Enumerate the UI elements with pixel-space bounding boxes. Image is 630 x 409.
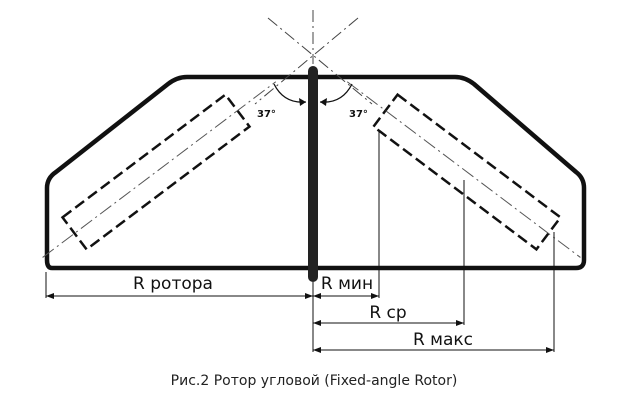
dimension-arrow-r-max-left: [313, 347, 321, 353]
dimension-arrow-r-rotor-right: [305, 293, 313, 299]
rotor-body-outline: [44, 74, 587, 271]
label-r-min: R мин: [321, 274, 373, 294]
left-tube: [42, 81, 277, 258]
construction-line-right: [254, 17, 359, 105]
label-r-avg: R ср: [369, 303, 406, 323]
label-r-rotor: R ротора: [133, 274, 213, 294]
dimension-arrow-r-avg-left: [313, 320, 321, 326]
right-tube: [346, 81, 581, 258]
angle-arc-left-arrow: [299, 98, 306, 106]
label-r-max: R макс: [413, 330, 473, 350]
left-tube-outline: [60, 92, 252, 252]
dimension-arrow-r-avg-right: [456, 320, 464, 326]
construction-line-left: [267, 17, 373, 105]
angle-arc-right-arrow: [320, 98, 327, 106]
rotation-axis-bar: [308, 66, 318, 282]
figure-caption: Рис.2 Ротор угловой (Fixed-angle Rotor): [171, 373, 458, 389]
angle-label-left: 37°: [257, 109, 276, 120]
dimension-arrow-r-rotor-left: [46, 293, 54, 299]
dimension-arrow-r-min-right: [371, 293, 379, 299]
right-tube-axis: [346, 81, 581, 258]
left-tube-axis: [42, 81, 277, 258]
angle-label-right: 37°: [349, 109, 368, 120]
dimension-arrow-r-max-right: [546, 347, 554, 353]
dimension-arrow-r-min-left: [313, 293, 321, 299]
